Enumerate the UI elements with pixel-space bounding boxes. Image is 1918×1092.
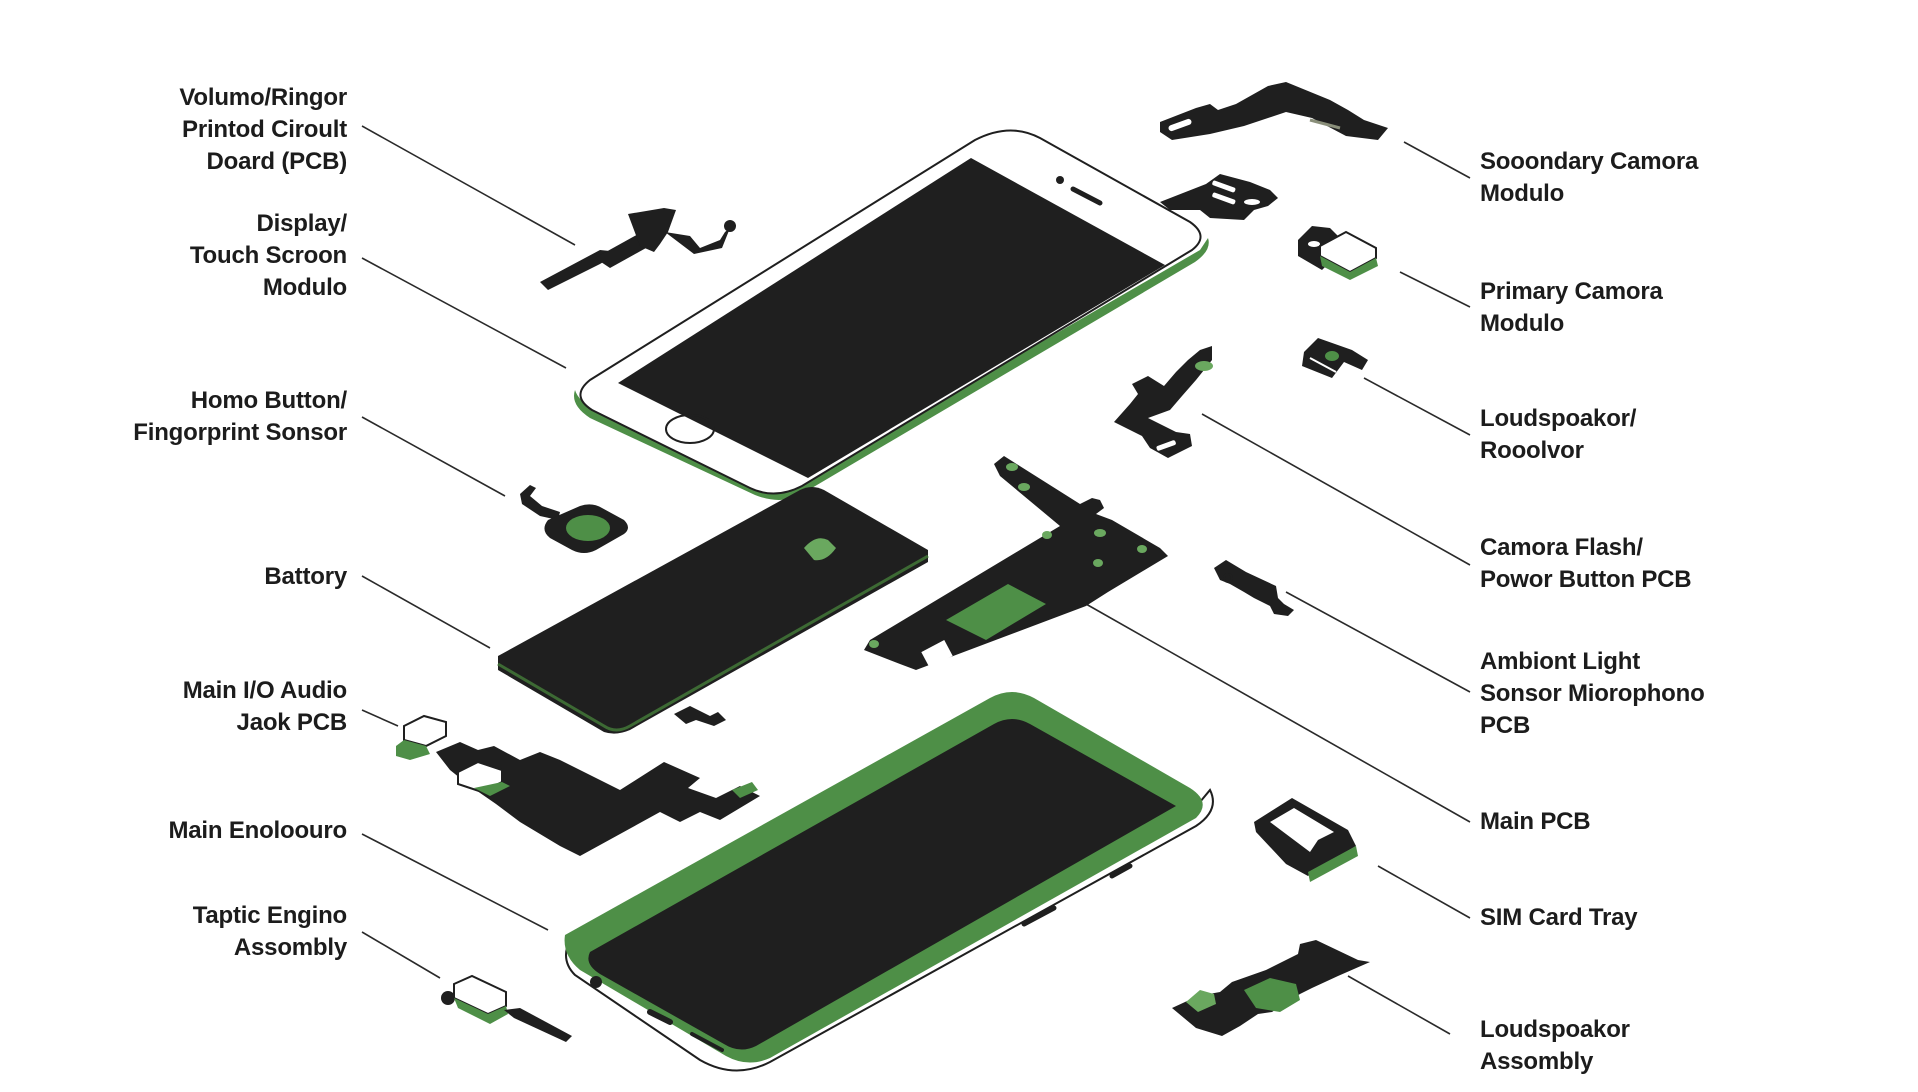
- camera-flash-power-flex: [1114, 346, 1213, 458]
- receiver-component: [1302, 338, 1368, 378]
- leader-main-enclosure: [361, 833, 549, 931]
- leader-primary-camera: [1399, 271, 1471, 308]
- label-home-button-fingerprint: Homo Button/ Fingorprint Sonsor: [133, 387, 347, 446]
- enclosure-back-panel: [588, 719, 1176, 1050]
- display-module: [574, 129, 1209, 500]
- volume-ringer-flex: [540, 208, 736, 290]
- main-enclosure-component: [564, 692, 1214, 1072]
- label-ambient-light-sensor-microphone-pcb: Ambiont Light Sonsor Miorophono PCB: [1480, 648, 1705, 739]
- leader-display-touch-screen: [361, 257, 567, 369]
- leader-lines-left: [361, 125, 576, 979]
- label-battery: Battory: [264, 563, 347, 590]
- label-secondary-camera-module: Sooondary Camora Modulo: [1480, 148, 1699, 207]
- label-loudspeaker-receiver: Loudspoakor/ Rooolvor: [1480, 405, 1637, 464]
- leader-ambient-light: [1285, 591, 1471, 693]
- leader-main-pcb: [1085, 603, 1471, 823]
- label-primary-camera-module: Primary Camora Modulo: [1480, 278, 1663, 337]
- home-button-ring: [665, 414, 715, 444]
- leader-taptic-engine: [361, 931, 441, 979]
- label-main-pcb: Main PCB: [1480, 808, 1591, 835]
- leader-home-button: [361, 416, 506, 497]
- label-volume-ringer-pcb: Volumo/Ringor Printod Ciroult Doard (PCB…: [179, 84, 347, 175]
- main-pcb-component: [864, 456, 1168, 670]
- leader-lines-right: [1085, 141, 1471, 1035]
- audio-jack-connector: [403, 714, 447, 748]
- display-screen: [618, 158, 1165, 478]
- earpiece-flex: [1160, 174, 1278, 220]
- taptic-engine-component: [441, 974, 572, 1042]
- earpiece-slot: [1070, 186, 1103, 206]
- leader-loudspeaker-receiver: [1363, 377, 1471, 436]
- primary-camera-component: [1298, 226, 1378, 280]
- loudspeaker-assembly-component: [1172, 940, 1370, 1036]
- label-loudspeaker-assembly: Loudspoakor Assombly: [1480, 1016, 1630, 1075]
- leader-battery: [361, 575, 491, 649]
- home-button-component: [520, 485, 628, 553]
- pcb-cutout: [921, 639, 953, 669]
- label-display-touch-screen: Display/ Touch Scroon Modulo: [189, 210, 347, 301]
- battery-component: [497, 487, 929, 734]
- front-camera-dot: [1056, 176, 1064, 184]
- main-io-flex: [396, 714, 760, 856]
- leader-main-io: [361, 709, 399, 727]
- leader-loudspeaker-assembly: [1347, 975, 1451, 1035]
- label-camera-flash-power-button-pcb: Camora Flash/ Powor Button PCB: [1480, 534, 1692, 593]
- label-main-enclosure: Main Enoloouro: [168, 817, 347, 844]
- ambient-light-flex: [1214, 560, 1294, 616]
- label-sim-card-tray: SIM Card Tray: [1480, 904, 1638, 931]
- label-taptic-engine-assembly: Taptic Engino Assombly: [192, 902, 347, 961]
- leader-volume-ringer-pcb: [361, 125, 576, 246]
- leader-camera-flash: [1201, 413, 1471, 566]
- secondary-camera-flex: [1160, 82, 1388, 140]
- sim-tray-component: [1254, 798, 1358, 882]
- leader-secondary-camera: [1403, 141, 1471, 179]
- label-main-io-audio-jack-pcb: Main I/O Audio Jaok PCB: [182, 677, 348, 736]
- leader-sim-tray: [1377, 865, 1471, 919]
